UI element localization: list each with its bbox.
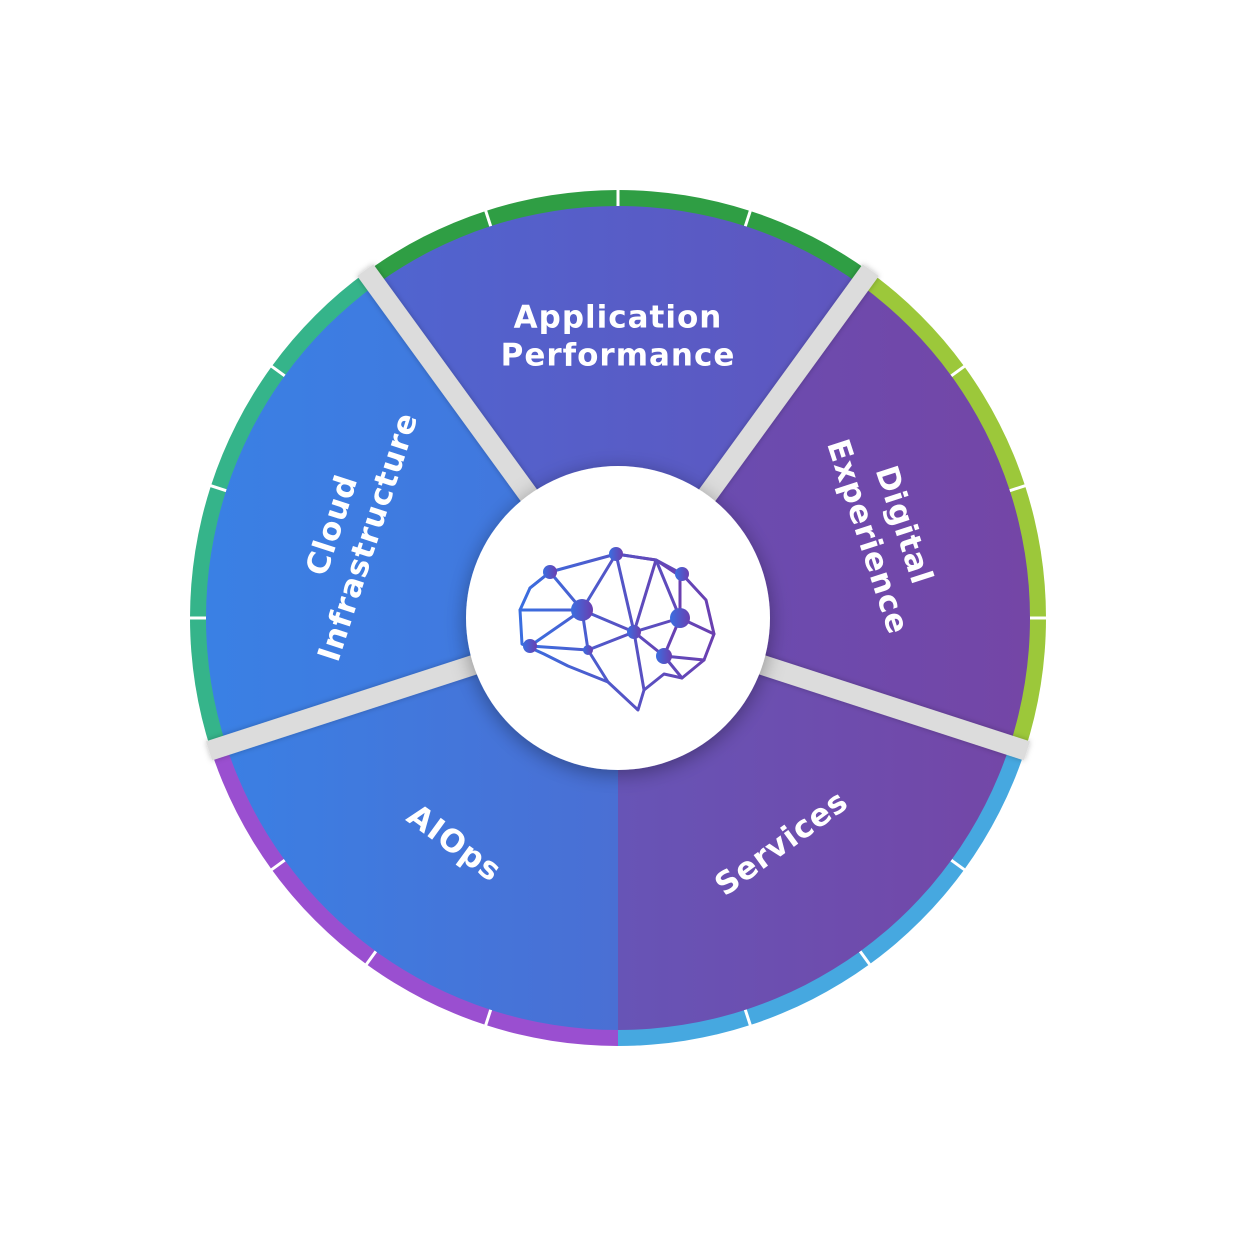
segment-separator <box>205 650 493 761</box>
segment-aiops <box>226 661 618 1030</box>
segment-separator <box>743 650 1031 761</box>
brain-network-icon <box>518 547 716 712</box>
rim-tick <box>743 209 752 227</box>
rim-tick <box>743 1009 752 1027</box>
rim-tick <box>209 484 227 493</box>
segment-label-line: Performance <box>501 338 736 374</box>
rim-tick <box>858 950 872 966</box>
rim-tick <box>950 364 966 378</box>
segment-separator <box>689 264 879 515</box>
segment-separator <box>357 264 547 515</box>
segment-services <box>618 661 1010 1030</box>
center-hub <box>466 466 770 770</box>
rim-tick <box>484 209 493 227</box>
segment-application-performance <box>375 205 861 505</box>
rim-tick <box>364 950 378 966</box>
rim-tick <box>270 858 286 872</box>
rim-tick <box>270 364 286 378</box>
segment-label-line: Application <box>514 300 723 336</box>
separators-group <box>205 264 1031 1048</box>
rim-tick <box>950 858 966 872</box>
rim-tick <box>1009 484 1027 493</box>
rim-ticks-group <box>189 189 1047 1027</box>
rim-tick <box>484 1009 493 1027</box>
